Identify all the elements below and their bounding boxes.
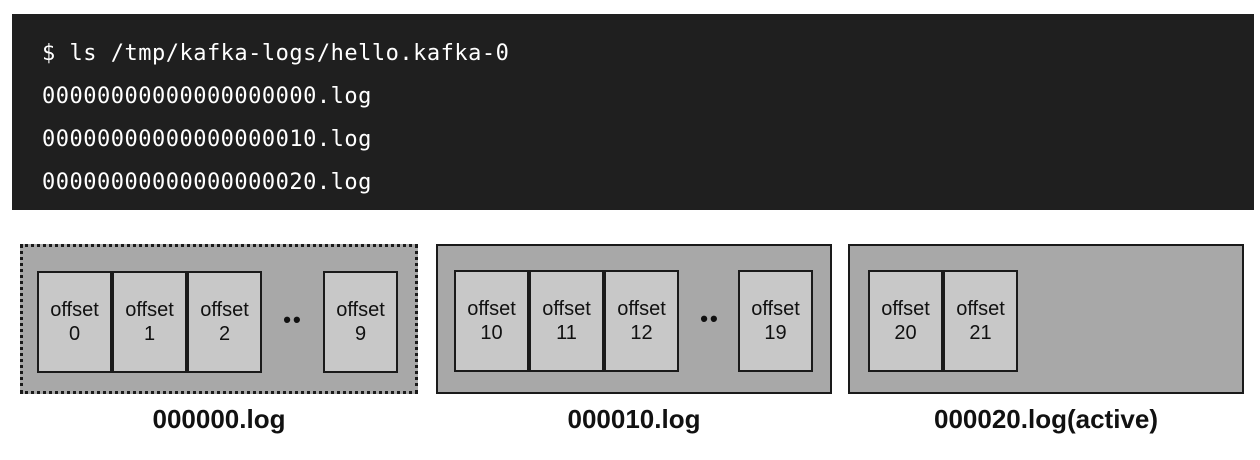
segment-label: 000010.log [567,404,701,434]
record-caption: offset [125,299,174,321]
record-caption: offset [751,298,800,320]
offset-record: offset 20 [868,270,943,372]
record-caption: offset [881,298,930,320]
segment-label: 000020.log(active) [933,404,1158,434]
offset-record: offset 11 [529,270,604,372]
log-segment-000020-active: offset 20 offset 21 [848,244,1244,394]
segment-label: 000000.log [152,404,286,434]
record-offset: 20 [894,322,917,344]
offset-record: offset 19 [738,270,813,372]
record-offset: 19 [764,322,787,344]
offset-record: offset 1 [112,271,187,373]
record-caption: offset [542,298,591,320]
record-offset: 1 [143,323,156,345]
record-offset: 0 [68,323,81,345]
record-caption: offset [50,299,99,321]
terminal-output: $ ls /tmp/kafka-logs/hello.kafka-0 00000… [12,14,1254,210]
offset-record: offset 12 [604,270,679,372]
record-caption: offset [956,298,1005,320]
ellipsis-dots: •• [700,306,720,331]
record-offset: 10 [480,322,503,344]
terminal-file-line: 00000000000000000020.log [42,170,372,195]
ellipsis-dots: •• [283,307,303,332]
record-caption: offset [617,298,666,320]
record-offset: 2 [218,323,231,345]
record-caption: offset [467,298,516,320]
offset-record: offset 2 [187,271,262,373]
terminal-file-line: 00000000000000000000.log [42,84,372,109]
terminal-file-line: 00000000000000000010.log [42,127,372,152]
record-caption: offset [200,299,249,321]
log-segment-000010: offset 10 offset 11 offset 12 •• offset … [436,244,832,394]
offset-record: offset 0 [37,271,112,373]
record-offset: 21 [969,322,992,344]
log-segment-000000: offset 0 offset 1 offset 2 •• offset 9 [20,244,418,394]
record-caption: offset [336,299,385,321]
offset-record: offset 10 [454,270,529,372]
record-offset: 9 [354,323,367,345]
terminal-command-line: $ ls /tmp/kafka-logs/hello.kafka-0 [42,41,510,66]
record-offset: 12 [630,322,653,344]
offset-record: offset 9 [323,271,398,373]
record-offset: 11 [556,322,577,344]
offset-record: offset 21 [943,270,1018,372]
